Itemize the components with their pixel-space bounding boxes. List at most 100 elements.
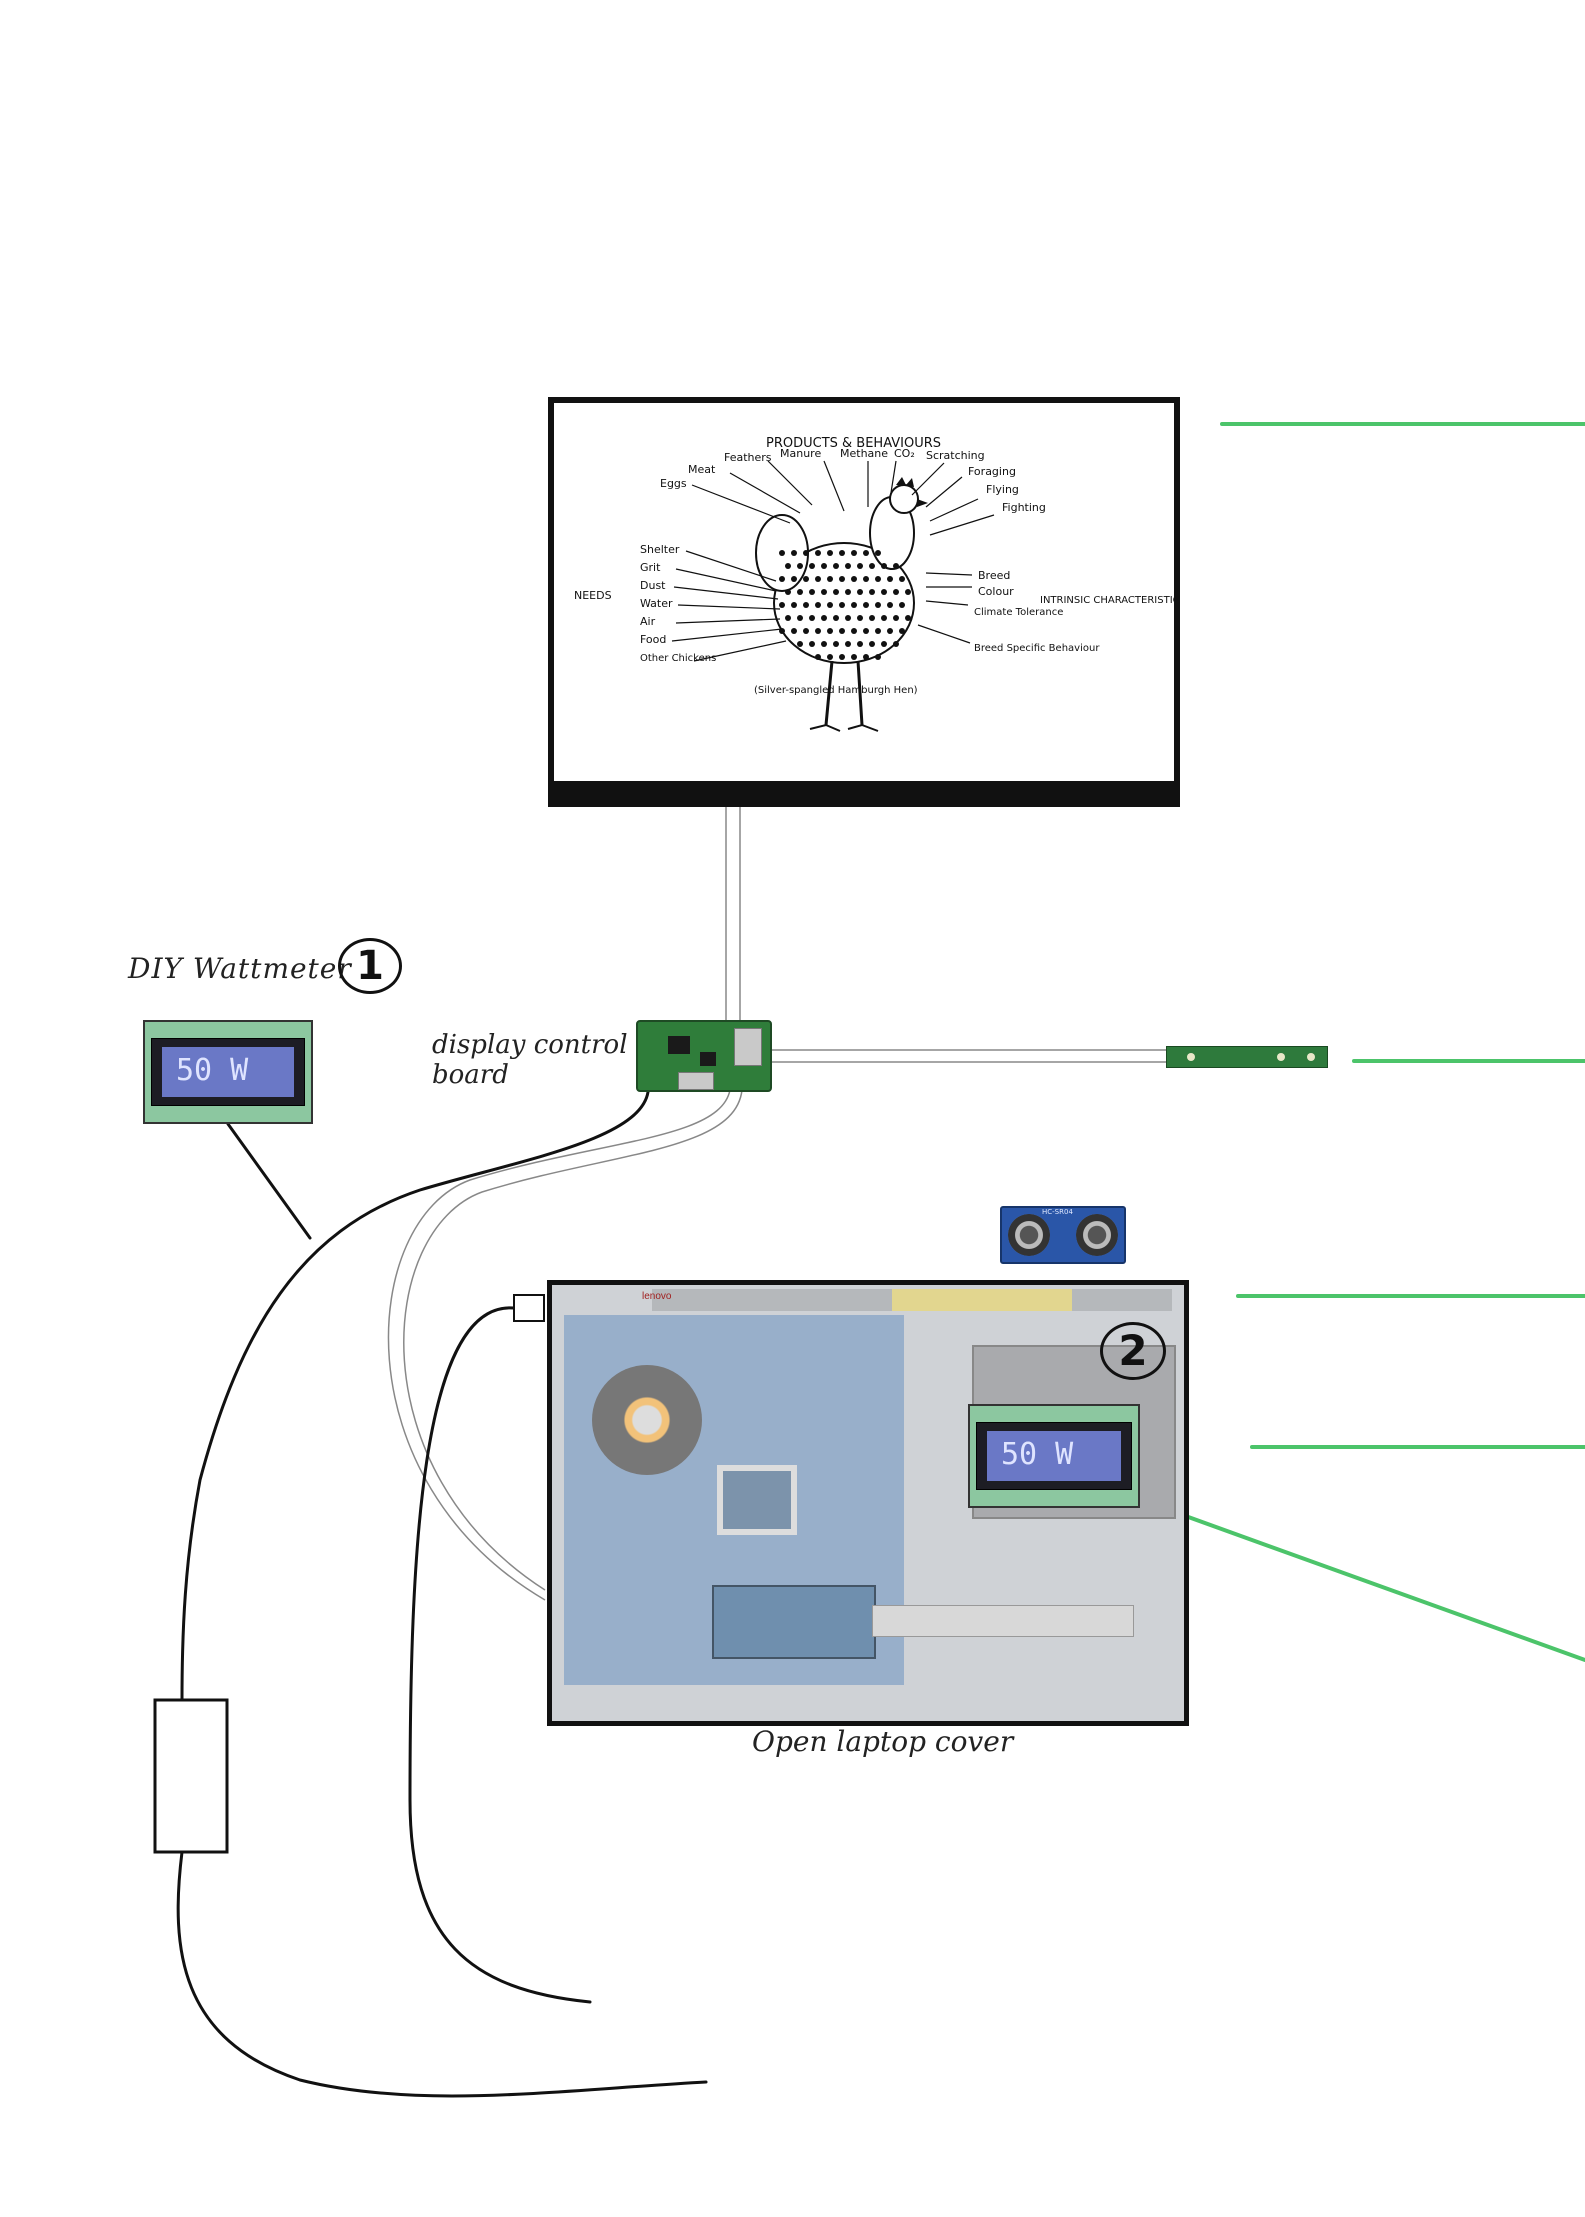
- product-label: Flying: [986, 483, 1019, 496]
- speckle: [887, 602, 893, 608]
- speckle: [827, 550, 833, 556]
- speckle: [803, 628, 809, 634]
- speckle: [887, 576, 893, 582]
- speckle: [839, 602, 845, 608]
- speckle: [797, 641, 803, 647]
- speckle: [797, 563, 803, 569]
- laptop-power-cord: [408, 1306, 592, 2004]
- speckle: [869, 641, 875, 647]
- speckle: [779, 550, 785, 556]
- speckle: [857, 641, 863, 647]
- laptop-ribbon-cable: [872, 1605, 1134, 1637]
- speckle: [875, 628, 881, 634]
- laptop-cable-b: [403, 1089, 743, 1591]
- speckle: [815, 654, 821, 660]
- speckle: [821, 641, 827, 647]
- speckle: [815, 602, 821, 608]
- product-label: Fighting: [1002, 501, 1046, 514]
- speckle: [833, 615, 839, 621]
- speckle: [809, 615, 815, 621]
- need-label: Shelter: [640, 543, 680, 556]
- speckle: [809, 563, 815, 569]
- speckle: [851, 550, 857, 556]
- lcd-bezel: 50 W: [151, 1038, 305, 1106]
- speckle: [779, 576, 785, 582]
- control-board-label: display control board: [432, 1030, 628, 1090]
- speckle: [857, 589, 863, 595]
- speckle: [839, 654, 845, 660]
- speckle: [893, 589, 899, 595]
- product-label: Eggs: [660, 477, 687, 490]
- step-number-2: 2: [1100, 1322, 1166, 1380]
- speckle: [869, 589, 875, 595]
- speckle: [839, 576, 845, 582]
- laptop-ram: [712, 1585, 876, 1659]
- product-label: Foraging: [968, 465, 1016, 478]
- speckle: [791, 628, 797, 634]
- speckle: [851, 602, 857, 608]
- speckle: [857, 563, 863, 569]
- product-label: Scratching: [926, 449, 985, 462]
- chicken-leg-right: [856, 660, 864, 726]
- wattmeter-reading-2: 50 W: [987, 1431, 1121, 1481]
- speckle: [791, 576, 797, 582]
- need-label: Air: [640, 615, 656, 628]
- product-label: Methane: [840, 447, 888, 460]
- speckle: [899, 602, 905, 608]
- open-laptop: lenovo: [547, 1280, 1189, 1726]
- needs-heading: NEEDS: [574, 589, 612, 602]
- chicken-comb: [896, 477, 914, 487]
- speckle: [785, 589, 791, 595]
- speckle: [821, 563, 827, 569]
- wattmeter-lead: [226, 1122, 312, 1240]
- ir-sensor-strip: [1166, 1046, 1328, 1068]
- speckle: [785, 563, 791, 569]
- speckle: [881, 615, 887, 621]
- speckle: [893, 615, 899, 621]
- speckle: [875, 602, 881, 608]
- diagram-arrows: [671, 460, 995, 662]
- speckle: [899, 576, 905, 582]
- power-brick: [153, 1698, 229, 1854]
- speckle: [791, 550, 797, 556]
- need-label: Grit: [640, 561, 661, 574]
- wattmeter-lcd-1: 50 W: [143, 1020, 313, 1124]
- battery-label: [892, 1289, 1072, 1311]
- speckle: [833, 589, 839, 595]
- speckle: [809, 589, 815, 595]
- diagram-text: PRODUCTS & BEHAVIOURS Eggs Meat Feathers…: [574, 436, 1174, 696]
- mains-cord: [176, 1850, 708, 2098]
- speckle: [803, 550, 809, 556]
- speckle: [845, 563, 851, 569]
- speckle: [881, 641, 887, 647]
- speckle: [845, 641, 851, 647]
- product-label: CO₂: [894, 447, 915, 460]
- diagram-title: PRODUCTS & BEHAVIOURS: [766, 436, 941, 451]
- chicken-leg-left: [824, 660, 834, 726]
- speckle: [863, 654, 869, 660]
- display-control-board: [636, 1020, 772, 1092]
- speckle: [851, 576, 857, 582]
- speckle: [869, 615, 875, 621]
- speckle: [815, 628, 821, 634]
- speckle: [815, 550, 821, 556]
- board-connector: [734, 1028, 762, 1066]
- speckle: [899, 628, 905, 634]
- speckle: [905, 589, 911, 595]
- speckle: [779, 602, 785, 608]
- board-chip: [700, 1052, 716, 1066]
- speckle: [785, 615, 791, 621]
- sonar-transducer-right: [1076, 1214, 1118, 1256]
- speckle: [869, 563, 875, 569]
- speckle: [809, 641, 815, 647]
- chicken-feet: [809, 723, 879, 732]
- product-label: Meat: [688, 463, 716, 476]
- speckle: [851, 654, 857, 660]
- intrinsic-label: Breed Specific Behaviour: [974, 643, 1100, 654]
- chicken-diagram: PRODUCTS & BEHAVIOURS Eggs Meat Feathers…: [574, 436, 1174, 732]
- speckle: [827, 576, 833, 582]
- laptop-cpu-socket: [717, 1465, 797, 1535]
- speckle: [827, 602, 833, 608]
- speckle: [863, 550, 869, 556]
- need-label: Other Chickens: [640, 653, 716, 664]
